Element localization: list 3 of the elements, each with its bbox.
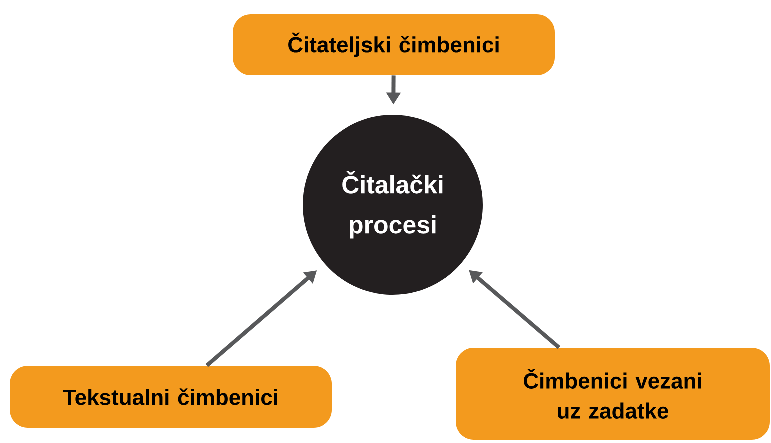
process-box: Čitateljski čimbenici: [233, 14, 555, 76]
process-box: Čimbenici vezani uz zadatke: [456, 348, 770, 440]
process-box: Tekstualni čimbenici: [10, 366, 332, 428]
